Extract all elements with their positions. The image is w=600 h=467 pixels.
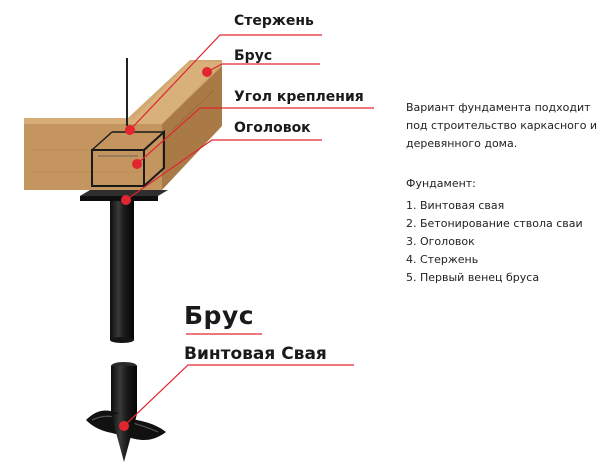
label-angle: Угол крепления (234, 89, 364, 105)
callout-lines (123, 34, 374, 427)
cap-plate (80, 190, 168, 201)
callout-dot-rod (125, 125, 135, 135)
label-cap: Оголовок (234, 120, 311, 136)
list-item: 4. Стержень (406, 253, 479, 266)
list-item: 2. Бетонирование ствола сваи (406, 217, 583, 230)
label-rod: Стержень (234, 13, 314, 29)
foundation-title: Фундамент: (406, 177, 476, 190)
mounting-angle (91, 129, 165, 187)
description-panel: Вариант фундамента подходит под строител… (406, 99, 598, 287)
callout-dot-beam (202, 67, 212, 77)
list-item: 1. Винтовая свая (406, 199, 505, 212)
callout-dots (119, 67, 212, 431)
pile-shaft-upper (110, 198, 134, 343)
callout-dot-angle (132, 159, 142, 169)
screw-pile-lower (86, 362, 166, 462)
label-screw-pile: Винтовая Свая (184, 344, 327, 364)
callout-dot-pile (119, 421, 129, 431)
callout-dot-cap (121, 195, 131, 205)
label-beam-large: Брус (184, 301, 255, 330)
timber-beam (24, 60, 222, 190)
label-beam: Брус (234, 48, 273, 64)
list-item: 5. Первый венец бруса (406, 271, 540, 284)
list-item: 3. Оголовок (406, 235, 475, 248)
description-text: Вариант фундамента подходит под строител… (406, 101, 598, 150)
foundation-list: 1. Винтовая свая 2. Бетонирование ствола… (406, 197, 598, 287)
